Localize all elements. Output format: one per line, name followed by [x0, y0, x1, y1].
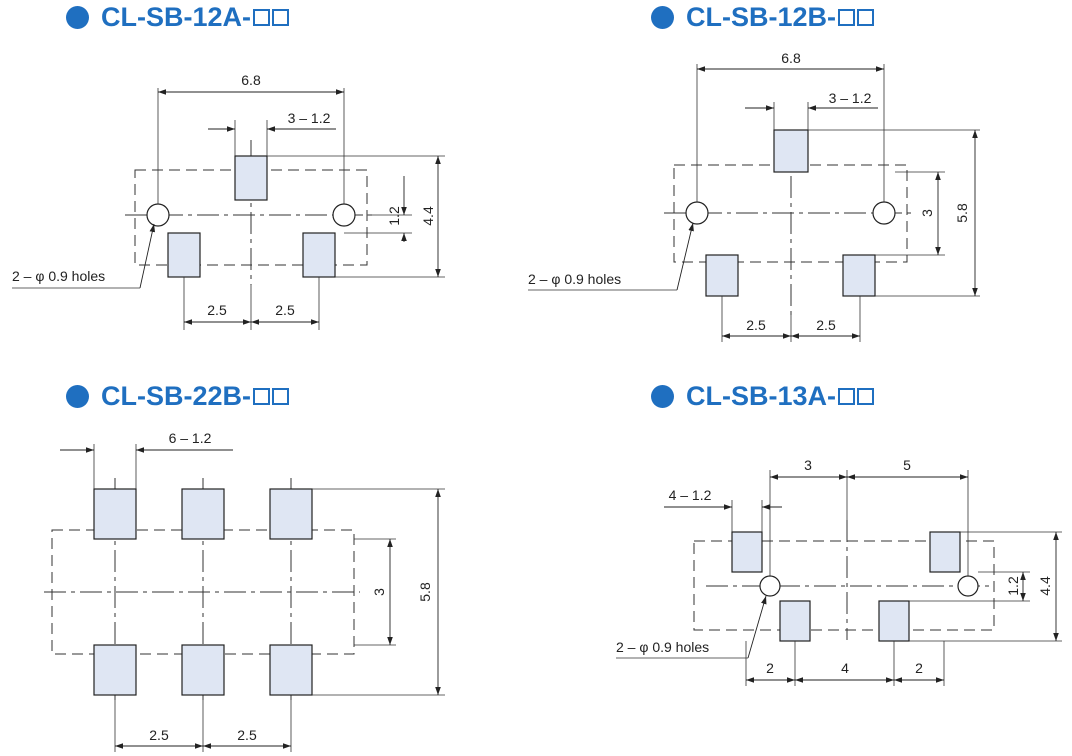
dimension-top-right: 5 — [903, 457, 911, 473]
box-icon — [838, 9, 856, 26]
dimension-pitch-right: 2.5 — [816, 317, 836, 333]
pad — [878, 600, 910, 642]
dimension-height-label: 5.8 — [417, 582, 433, 602]
title-cl-sb-12b: CL-SB-12B- — [651, 2, 875, 33]
dimension-row-gap-label: 1.2 — [1005, 576, 1021, 596]
box-icon — [838, 388, 856, 405]
dimension-bottom-left: 2 — [766, 660, 774, 676]
pad — [842, 254, 876, 297]
box-icon — [253, 388, 271, 405]
bullet-icon — [651, 6, 674, 29]
dimension-pitch-left: 2.5 — [207, 302, 227, 318]
dimension-pad-label: 4 – 1.2 — [669, 487, 712, 503]
box-icon — [272, 388, 290, 405]
pad — [234, 155, 268, 201]
holes-label: 2 – φ 0.9 holes — [12, 268, 105, 284]
diagram-cl-sb-12b: 6.8 3 – 1.2 3 5.8 2.5 2.5 2 – φ 0.9 hole… — [528, 50, 980, 342]
dimension-row-gap-label: 3 — [919, 209, 935, 217]
title-text: CL-SB-12B- — [686, 2, 837, 32]
dimension-bottom-mid: 4 — [841, 660, 849, 676]
bullet-icon — [66, 385, 89, 408]
title-cl-sb-13a: CL-SB-13A- — [651, 381, 875, 412]
dimension-height-label: 4.4 — [420, 206, 436, 226]
mounting-hole — [146, 203, 170, 227]
title-cl-sb-22b: CL-SB-22B- — [66, 381, 290, 412]
pad — [269, 488, 313, 540]
dimension-top-left: 3 — [804, 457, 812, 473]
dimension-height-label: 5.8 — [954, 203, 970, 223]
dimension-width-label: 6.8 — [241, 72, 261, 88]
dimension-pitch-left: 2.5 — [149, 727, 169, 743]
mounting-hole — [872, 201, 896, 225]
mounting-hole — [685, 201, 709, 225]
pad — [929, 531, 961, 573]
bullet-icon — [651, 385, 674, 408]
bullet-icon — [66, 6, 89, 29]
dimension-pad-label: 6 – 1.2 — [169, 430, 212, 446]
dimension-height-label: 4.4 — [1037, 576, 1053, 596]
pad — [181, 644, 225, 696]
holes-label: 2 – φ 0.9 holes — [528, 271, 621, 287]
title-cl-sb-12a: CL-SB-12A- — [66, 2, 290, 33]
diagram-cl-sb-22b: 6 – 1.2 3 5.8 2.5 2.5 — [44, 430, 445, 752]
pad — [181, 488, 225, 540]
box-icon — [253, 9, 271, 26]
dimension-pitch-right: 2.5 — [275, 302, 295, 318]
dimension-row-gap-label: 3 — [371, 588, 387, 596]
pad — [93, 488, 137, 540]
dimension-pad-label: 3 – 1.2 — [829, 90, 872, 106]
holes-label: 2 – φ 0.9 holes — [616, 639, 709, 655]
dimension-pitch-left: 2.5 — [746, 317, 766, 333]
dimension-width-label: 6.8 — [781, 50, 801, 66]
mounting-hole — [759, 575, 781, 597]
box-icon — [857, 9, 875, 26]
dimension-pitch-right: 2.5 — [237, 727, 257, 743]
title-text: CL-SB-12A- — [101, 2, 252, 32]
pad — [731, 531, 763, 573]
pad — [302, 232, 336, 278]
pad — [779, 600, 811, 642]
dimension-row-gap-label: 1.2 — [386, 206, 402, 226]
box-icon — [272, 9, 290, 26]
box-icon — [857, 388, 875, 405]
pad — [93, 644, 137, 696]
title-text: CL-SB-13A- — [686, 381, 837, 411]
title-text: CL-SB-22B- — [101, 381, 252, 411]
mounting-hole — [957, 575, 979, 597]
diagram-cl-sb-12a: 6.8 3 – 1.2 1.2 4.4 2.5 2.5 2 – φ 0.9 ho… — [12, 72, 445, 330]
diagram-cl-sb-13a: 3 5 4 – 1.2 1.2 4.4 2 4 2 2 – φ 0.9 hole… — [616, 457, 1062, 686]
pad — [167, 232, 201, 278]
pad — [705, 254, 739, 297]
body-outline — [693, 540, 995, 631]
pad — [773, 129, 809, 173]
pad — [269, 644, 313, 696]
dimension-bottom-right: 2 — [915, 660, 923, 676]
dimension-pad-label: 3 – 1.2 — [288, 110, 331, 126]
mounting-hole — [332, 203, 356, 227]
